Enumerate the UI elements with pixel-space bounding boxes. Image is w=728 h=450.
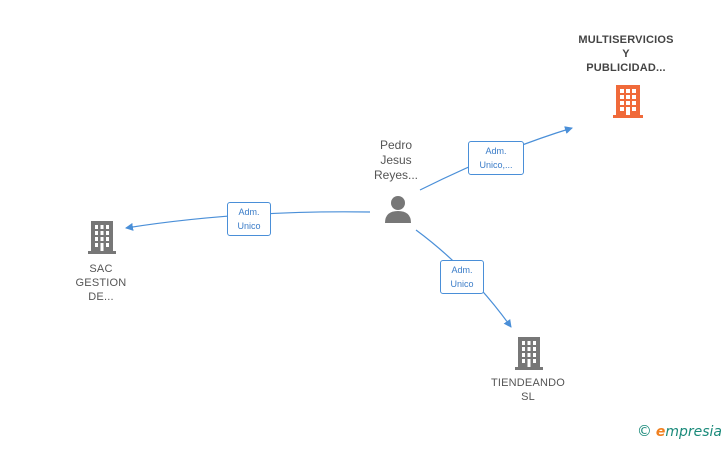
brand-e: e — [655, 424, 666, 440]
sac-company-label: SAC GESTION DE... — [75, 263, 127, 303]
building-icon[interactable] — [88, 220, 116, 254]
edge-label-to-tiendeando[interactable]: Adm. Unico — [440, 260, 484, 294]
brand-watermark: ©empresia — [637, 422, 722, 440]
edge-label-to-main[interactable]: Adm. Unico,... — [468, 141, 524, 175]
person-icon[interactable] — [383, 194, 413, 224]
main-company-label: MULTISERVICIOS Y PUBLICIDAD... — [578, 34, 674, 74]
tiendeando-company-label: TIENDEANDO SL — [490, 377, 566, 403]
person-label: Pedro Jesus Reyes... — [373, 138, 419, 182]
copyright-symbol: © — [636, 422, 652, 440]
edge-label-to-sac[interactable]: Adm. Unico — [227, 202, 271, 236]
building-icon[interactable] — [515, 336, 543, 370]
building-icon[interactable] — [613, 84, 643, 118]
brand-name: mpresia — [665, 424, 722, 440]
